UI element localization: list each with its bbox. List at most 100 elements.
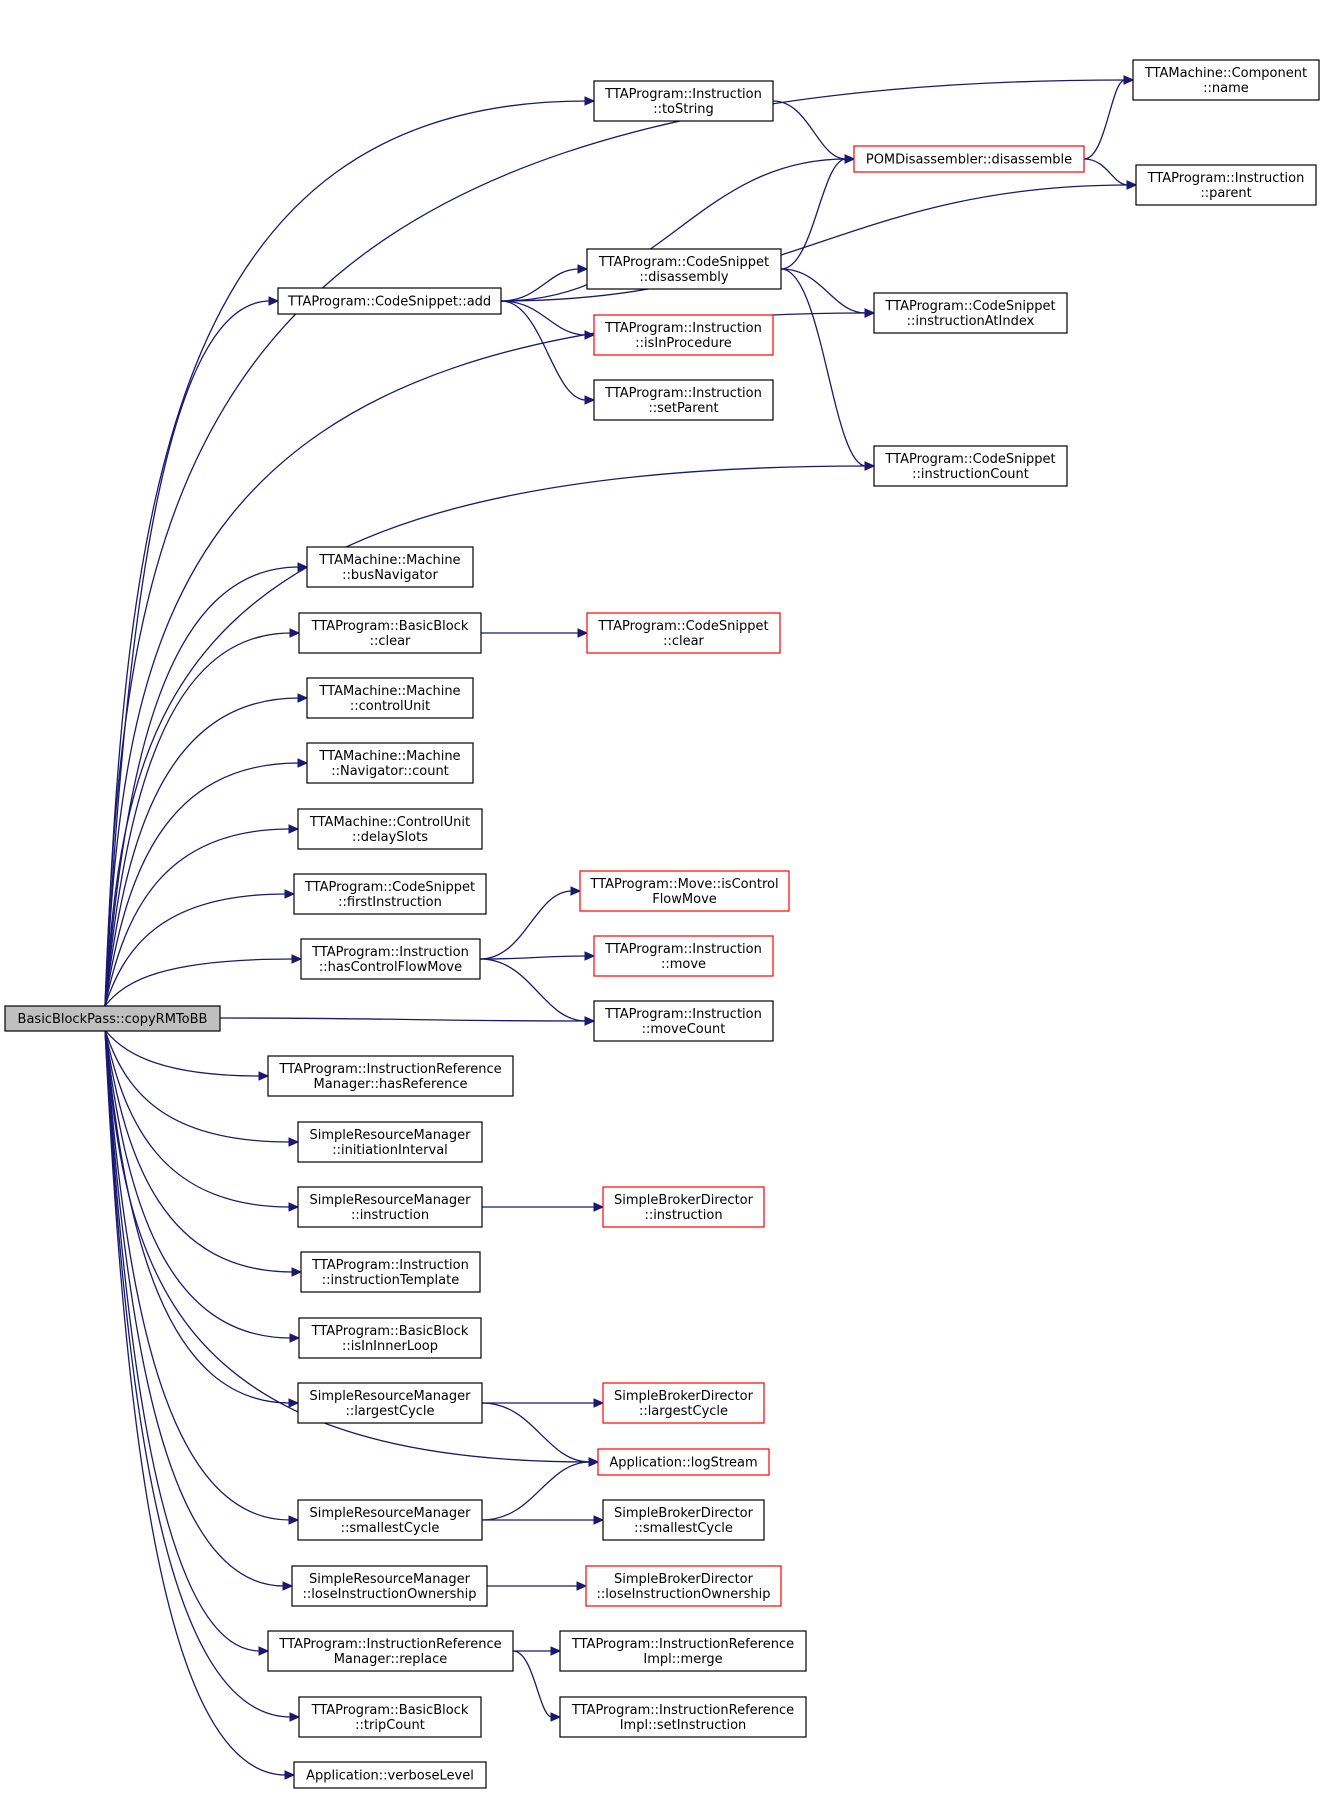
node-box (300, 1251, 481, 1293)
edge-root-to-srm-instruction (104, 1029, 291, 1208)
node-sbd-smallest[interactable]: SimpleBrokerDirector::smallestCycle (602, 1499, 765, 1541)
edge-root-to-irm-has-ref (104, 1029, 261, 1077)
arrowhead-icon (289, 1712, 301, 1722)
node-nav-count[interactable]: TTAMachine::Machine::Navigator::count (306, 742, 474, 784)
node-box (306, 677, 474, 719)
node-label: TTAProgram::BasicBlock (311, 619, 469, 634)
node-srm-largest[interactable]: SimpleResourceManager::largestCycle (297, 1382, 483, 1424)
edge-srm-largest-to-log-stream (481, 1402, 591, 1463)
node-instr-is-in-procedure[interactable]: TTAProgram::Instruction::isInProcedure (593, 314, 774, 356)
node-verbose-level[interactable]: Application::verboseLevel (293, 1761, 487, 1789)
node-label: FlowMove (652, 892, 717, 907)
node-box (586, 612, 781, 654)
node-srm-smallest[interactable]: SimpleResourceManager::smallestCycle (297, 1499, 483, 1541)
node-label: TTAProgram::CodeSnippet (884, 452, 1055, 467)
node-irm-has-ref[interactable]: TTAProgram::InstructionReferenceManager:… (267, 1055, 514, 1097)
node-delay-slots[interactable]: TTAMachine::ControlUnit::delaySlots (297, 808, 483, 850)
arrowhead-icon (284, 1770, 296, 1780)
node-srm-lose[interactable]: SimpleResourceManager::loseInstructionOw… (291, 1565, 488, 1607)
arrowhead-icon (570, 886, 582, 896)
arrowhead-icon (593, 1202, 605, 1212)
node-srm-ii[interactable]: SimpleResourceManager::initiationInterva… (297, 1121, 483, 1163)
edge-has-cfm-to-move-is-cfm (479, 890, 573, 960)
node-cs-clear[interactable]: TTAProgram::CodeSnippet::clear (586, 612, 781, 654)
node-box (873, 292, 1068, 334)
arrowhead-icon (288, 1398, 300, 1408)
edge-root-to-irm-replace (104, 1029, 261, 1652)
edge-irm-replace-to-iri-set-instr (512, 1650, 553, 1718)
node-bus-navigator[interactable]: TTAMachine::Machine::busNavigator (306, 546, 474, 588)
node-label: TTAProgram::CodeSnippet (884, 299, 1055, 314)
arrowhead-icon (584, 951, 596, 961)
node-label: TTAMachine::Component (1144, 66, 1307, 81)
node-label: ::clear (370, 634, 411, 649)
node-label: TTAMachine::Machine (318, 749, 460, 764)
arrowhead-icon (297, 693, 309, 703)
node-cs-instr-count[interactable]: TTAProgram::CodeSnippet::instructionCoun… (873, 445, 1068, 487)
node-srm-instruction[interactable]: SimpleResourceManager::instruction (297, 1186, 483, 1228)
node-pom-disassemble[interactable]: POMDisassembler::disassemble (853, 145, 1085, 173)
node-irm-replace[interactable]: TTAProgram::InstructionReferenceManager:… (267, 1630, 514, 1672)
node-box (293, 1761, 487, 1789)
edge-root-to-cs-instr-count (104, 465, 867, 1007)
edge-root-to-first-instruction (104, 893, 287, 1007)
arrowhead-icon (288, 1515, 300, 1525)
node-box (306, 546, 474, 588)
node-sbd-instruction[interactable]: SimpleBrokerDirector::instruction (602, 1186, 765, 1228)
node-root[interactable]: BasicBlockPass::copyRMToBB (4, 1005, 221, 1032)
node-label: SimpleResourceManager (309, 1572, 471, 1587)
node-label: BasicBlockPass::copyRMToBB (18, 1012, 208, 1027)
node-cs-add[interactable]: TTAProgram::CodeSnippet::add (277, 287, 502, 315)
node-label: SimpleBrokerDirector (614, 1572, 754, 1587)
arrowhead-icon (584, 1016, 596, 1026)
node-sbd-lose[interactable]: SimpleBrokerDirector::loseInstructionOwn… (585, 1565, 782, 1607)
node-label: TTAProgram::Instruction (604, 386, 762, 401)
node-box (1132, 59, 1320, 101)
node-bb-trip-count[interactable]: TTAProgram::BasicBlock::tripCount (298, 1696, 482, 1738)
node-bb-is-in-inner[interactable]: TTAProgram::BasicBlock::isInInnerLoop (298, 1317, 482, 1359)
node-instr-template[interactable]: TTAProgram::Instruction::instructionTemp… (300, 1251, 481, 1293)
node-instr-tostring[interactable]: TTAProgram::Instruction::toString (593, 80, 774, 122)
edge-cs-add-to-cs-disassembly (500, 268, 580, 302)
node-instr-parent[interactable]: TTAProgram::Instruction::parent (1135, 164, 1317, 206)
edge-root-to-move-count (219, 1017, 587, 1022)
arrowhead-icon (289, 1333, 301, 1343)
node-cs-instr-at-index[interactable]: TTAProgram::CodeSnippet::instructionAtIn… (873, 292, 1068, 334)
node-label: ::instructionTemplate (322, 1273, 459, 1288)
node-cs-disassembly[interactable]: TTAProgram::CodeSnippet::disassembly (586, 248, 782, 290)
node-instr-set-parent[interactable]: TTAProgram::Instruction::setParent (593, 379, 774, 421)
arrowhead-icon (1123, 75, 1135, 85)
node-bb-clear[interactable]: TTAProgram::BasicBlock::clear (298, 612, 482, 654)
node-label: Impl::merge (643, 1652, 722, 1667)
node-control-unit[interactable]: TTAMachine::Machine::controlUnit (306, 677, 474, 719)
node-label: Application::logStream (609, 1456, 757, 1471)
node-log-stream[interactable]: Application::logStream (597, 1448, 770, 1476)
node-sbd-largest[interactable]: SimpleBrokerDirector::largestCycle (602, 1382, 765, 1424)
node-has-cfm[interactable]: TTAProgram::Instruction::hasControlFlowM… (300, 938, 481, 980)
node-iri-merge[interactable]: TTAProgram::InstructionReferenceImpl::me… (559, 1630, 807, 1672)
node-label: ::toString (653, 102, 714, 117)
arrowhead-icon (284, 889, 296, 899)
node-label: Impl::setInstruction (620, 1718, 747, 1733)
node-box (298, 1317, 482, 1359)
edge-root-to-bus-navigator (104, 566, 300, 1007)
node-label: TTAProgram::CodeSnippet (598, 255, 769, 270)
node-box (602, 1499, 765, 1541)
node-box (853, 145, 1085, 173)
node-comp-name[interactable]: TTAMachine::Component::name (1132, 59, 1320, 101)
node-move-count[interactable]: TTAProgram::Instruction::moveCount (593, 1000, 774, 1042)
node-first-instruction[interactable]: TTAProgram::CodeSnippet::firstInstructio… (293, 873, 487, 915)
node-label: TTAProgram::InstructionReference (571, 1637, 794, 1652)
node-label: Manager::replace (334, 1652, 448, 1667)
node-iri-set-instr[interactable]: TTAProgram::InstructionReferenceImpl::se… (559, 1696, 807, 1738)
node-box (593, 379, 774, 421)
node-label: TTAProgram::InstructionReference (278, 1637, 501, 1652)
arrowhead-icon (584, 96, 596, 106)
node-instr-move[interactable]: TTAProgram::Instruction::move (593, 935, 774, 977)
edge-root-to-cs-add (104, 300, 271, 1007)
node-box (4, 1005, 221, 1032)
edge-root-to-bb-is-in-inner (104, 1029, 292, 1339)
node-label: ::controlUnit (350, 699, 430, 714)
